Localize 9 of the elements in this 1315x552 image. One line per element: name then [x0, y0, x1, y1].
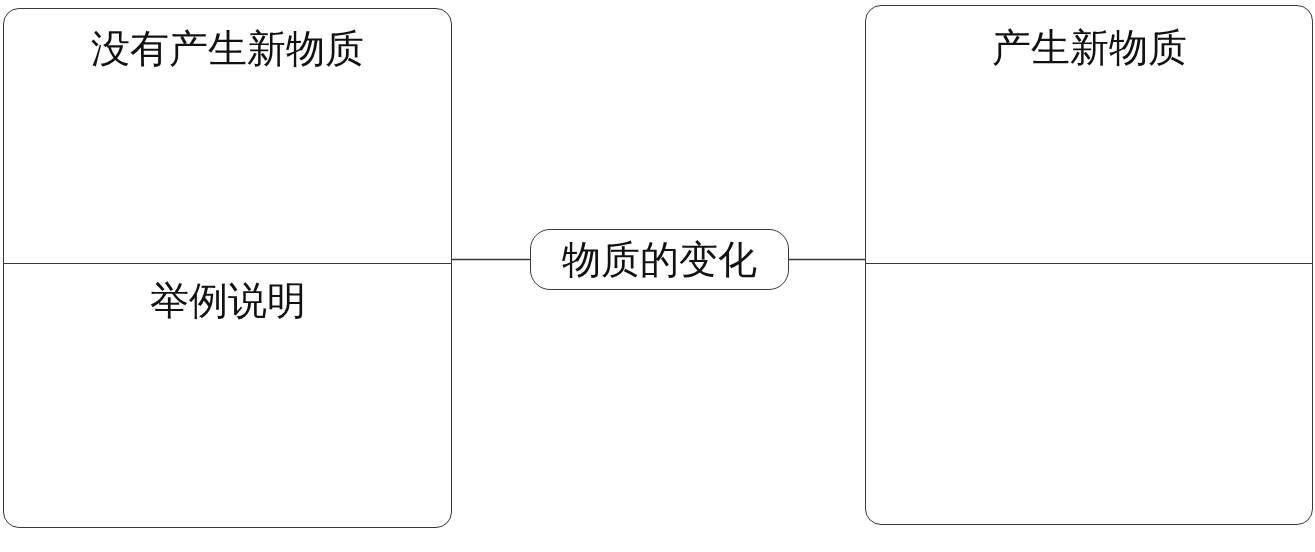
box-heading: 没有产生新物质 [90, 26, 365, 73]
concept-box [865, 5, 1313, 525]
connector-line [451, 258, 531, 261]
concept-box [3, 8, 452, 528]
connector-line [788, 258, 866, 261]
topic-text: 物质的变化 [561, 236, 758, 283]
box-heading: 产生新物质 [990, 25, 1188, 72]
box-prompt: 举例说明 [148, 278, 307, 325]
topic-box [530, 229, 789, 290]
